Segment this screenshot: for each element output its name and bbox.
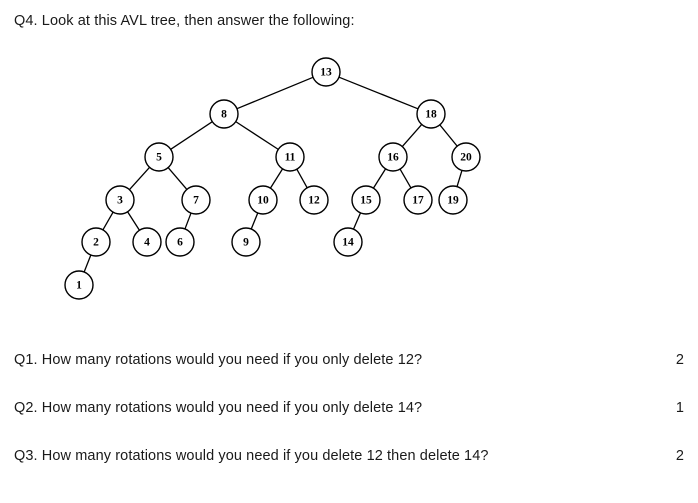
node-label-2: 2	[93, 237, 99, 249]
node-label-19: 19	[447, 195, 459, 207]
node-circle-7	[181, 185, 211, 215]
node-label-1: 1	[76, 280, 82, 292]
question-row: Q1. How many rotations would you need if…	[0, 340, 698, 388]
node-label-12: 12	[308, 195, 320, 207]
question-answer: 1	[675, 400, 684, 416]
tree-edge-16-17	[399, 168, 412, 189]
tree-node-19: 19	[438, 185, 468, 215]
tree-node-16: 16	[378, 142, 408, 172]
node-circle-16	[378, 142, 408, 172]
question-row: Q3. How many rotations would you need if…	[0, 436, 698, 484]
node-label-17: 17	[412, 195, 424, 207]
node-circle-14	[333, 227, 363, 257]
node-label-18: 18	[425, 109, 437, 121]
node-label-13: 13	[320, 67, 332, 79]
node-circle-2	[81, 227, 111, 257]
tree-edge-13-8	[236, 76, 314, 110]
tree-edge-8-5	[170, 121, 213, 150]
node-label-4: 4	[144, 237, 150, 249]
tree-edge-13-18	[338, 76, 419, 110]
tree-node-group: 13 8 18 5 11 16 20 3 7 10 12 15 17 19 2 4 6 9 14 1	[64, 57, 481, 300]
tree-edge-15-14	[352, 212, 362, 230]
node-label-3: 3	[117, 195, 123, 207]
node-label-7: 7	[193, 195, 199, 207]
node-circle-20	[451, 142, 481, 172]
tree-node-1: 1	[64, 270, 94, 300]
tree-node-8: 8	[209, 99, 239, 129]
node-label-10: 10	[257, 195, 269, 207]
tree-node-2: 2	[81, 227, 111, 257]
node-label-16: 16	[387, 152, 399, 164]
node-label-8: 8	[221, 109, 227, 121]
tree-node-4: 4	[132, 227, 162, 257]
tree-edge-5-7	[167, 167, 188, 190]
tree-edge-3-2	[102, 211, 114, 231]
tree-edge-11-10	[269, 168, 284, 189]
question-text: Q3. How many rotations would you need if…	[14, 448, 489, 464]
tree-edge-3-4	[127, 211, 140, 231]
tree-edge-16-15	[372, 168, 387, 189]
node-circle-4	[132, 227, 162, 257]
tree-edge-7-6	[184, 212, 192, 230]
tree-node-18: 18	[416, 99, 446, 129]
node-circle-9	[231, 227, 261, 257]
tree-edge-8-11	[235, 121, 279, 150]
tree-edge-group	[83, 76, 463, 273]
question-text: Q2. How many rotations would you need if…	[14, 400, 423, 416]
node-label-20: 20	[460, 152, 472, 164]
node-circle-8	[209, 99, 239, 129]
tree-node-12: 12	[299, 185, 329, 215]
tree-node-17: 17	[403, 185, 433, 215]
tree-edge-10-9	[250, 212, 259, 230]
node-circle-15	[351, 185, 381, 215]
tree-edge-5-3	[128, 166, 151, 191]
question-answer: 2	[675, 448, 684, 464]
node-circle-5	[144, 142, 174, 172]
tree-edge-18-16	[401, 124, 423, 147]
node-circle-17	[403, 185, 433, 215]
tree-node-9: 9	[231, 227, 261, 257]
question-text: Q1. How many rotations would you need if…	[14, 352, 423, 368]
node-label-11: 11	[285, 152, 296, 164]
tree-node-20: 20	[451, 142, 481, 172]
node-circle-19	[438, 185, 468, 215]
avl-tree-figure: 13 8 18 5 11 16 20 3 7 10 12 15 17 19 2 4 6 9 14 1	[0, 45, 520, 320]
avl-tree-diagram: 13 8 18 5 11 16 20 3 7 10 12 15 17 19 2 4 6 9 14 1	[64, 57, 481, 300]
page-title: Q4. Look at this AVL tree, then answer t…	[14, 13, 355, 29]
tree-node-3: 3	[105, 185, 135, 215]
tree-node-7: 7	[181, 185, 211, 215]
questions-list: Q1. How many rotations would you need if…	[0, 340, 698, 484]
question-row: Q2. How many rotations would you need if…	[0, 388, 698, 436]
tree-node-15: 15	[351, 185, 381, 215]
node-label-9: 9	[243, 237, 249, 249]
tree-node-6: 6	[165, 227, 195, 257]
tree-edge-2-1	[83, 254, 92, 273]
tree-edge-20-19	[456, 170, 463, 187]
tree-edge-11-12	[296, 168, 308, 189]
node-circle-3	[105, 185, 135, 215]
question-answer: 2	[675, 352, 684, 368]
tree-edge-18-20	[439, 124, 458, 147]
node-circle-6	[165, 227, 195, 257]
node-label-5: 5	[156, 152, 162, 164]
node-circle-10	[248, 185, 278, 215]
tree-node-11: 11	[275, 142, 305, 172]
node-label-15: 15	[360, 195, 372, 207]
node-circle-11	[275, 142, 305, 172]
tree-node-10: 10	[248, 185, 278, 215]
node-circle-12	[299, 185, 329, 215]
node-circle-18	[416, 99, 446, 129]
tree-node-13: 13	[311, 57, 341, 87]
tree-node-14: 14	[333, 227, 363, 257]
node-label-6: 6	[177, 237, 183, 249]
node-label-14: 14	[342, 237, 354, 249]
node-circle-13	[311, 57, 341, 87]
node-circle-1	[64, 270, 94, 300]
tree-node-5: 5	[144, 142, 174, 172]
